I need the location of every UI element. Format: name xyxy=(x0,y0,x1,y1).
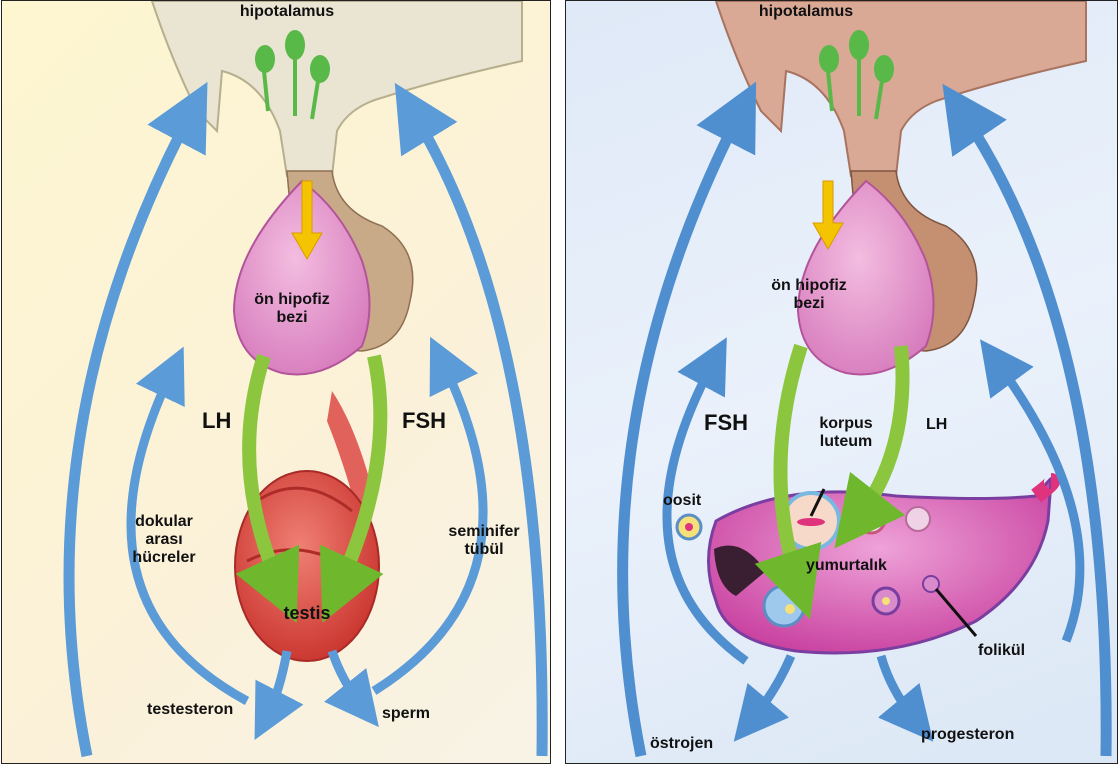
sperm-output-arrow xyxy=(332,651,362,706)
interstitial-line2: arası xyxy=(114,531,214,549)
testosterone-output-arrow xyxy=(267,651,287,716)
pituitary-label: ön hipofiz bezi xyxy=(237,291,347,327)
interstitial-cells-label: dokular arası hücreler xyxy=(114,513,214,567)
feedback-arrow-outer-right xyxy=(412,111,542,756)
oocyte-label: oosit xyxy=(663,492,701,510)
sperm-label: sperm xyxy=(382,705,430,723)
pituitary-label-line2: bezi xyxy=(237,309,347,327)
progesterone-label: progesteron xyxy=(921,726,1014,744)
testosterone-label: testesteron xyxy=(147,701,233,719)
pituitary-label: ön hipofiz bezi xyxy=(754,277,864,313)
feedback-arrow-outer-left xyxy=(69,111,192,756)
female-illustration xyxy=(566,1,1118,764)
follicle-large xyxy=(764,586,804,626)
male-panel: hipotalamus ön hipofiz bezi LH FSH dokul… xyxy=(1,0,551,764)
hypothalamus-tissue xyxy=(716,1,1086,176)
progesterone-output-arrow xyxy=(881,656,916,721)
pituitary-label-line1: ön hipofiz xyxy=(237,291,347,309)
testis-label: testis xyxy=(272,604,342,622)
estrogen-output-arrow xyxy=(751,656,791,721)
ovary-label: yumurtalık xyxy=(806,557,887,575)
interstitial-line3: hücreler xyxy=(114,549,214,567)
interstitial-line1: dokular xyxy=(114,513,214,531)
lh-label: LH xyxy=(202,409,231,433)
seminiferous-tubule-label: seminifer tübül xyxy=(434,523,534,559)
corpus-line1: korpus xyxy=(806,415,886,433)
fsh-label: FSH xyxy=(704,411,748,435)
fsh-label: FSH xyxy=(402,409,446,433)
seminiferous-line1: seminifer xyxy=(434,523,534,541)
female-panel: hipotalamus ön hipofiz bezi FSH LH korpu… xyxy=(565,0,1118,764)
lh-label: LH xyxy=(926,416,947,434)
estrogen-label: östrojen xyxy=(650,735,713,753)
pituitary-label-line1: ön hipofiz xyxy=(754,277,864,295)
male-illustration xyxy=(2,1,551,764)
hypothalamus-label: hipotalamus xyxy=(756,3,856,21)
follicle-label: folikül xyxy=(978,642,1025,660)
pituitary-label-line2: bezi xyxy=(754,295,864,313)
corpus-line2: luteum xyxy=(806,433,886,451)
hypothalamus-tissue xyxy=(152,1,522,176)
hypothalamus-label: hipotalamus xyxy=(237,3,337,21)
corpus-luteum-label: korpus luteum xyxy=(806,415,886,451)
seminiferous-line2: tübül xyxy=(434,541,534,559)
